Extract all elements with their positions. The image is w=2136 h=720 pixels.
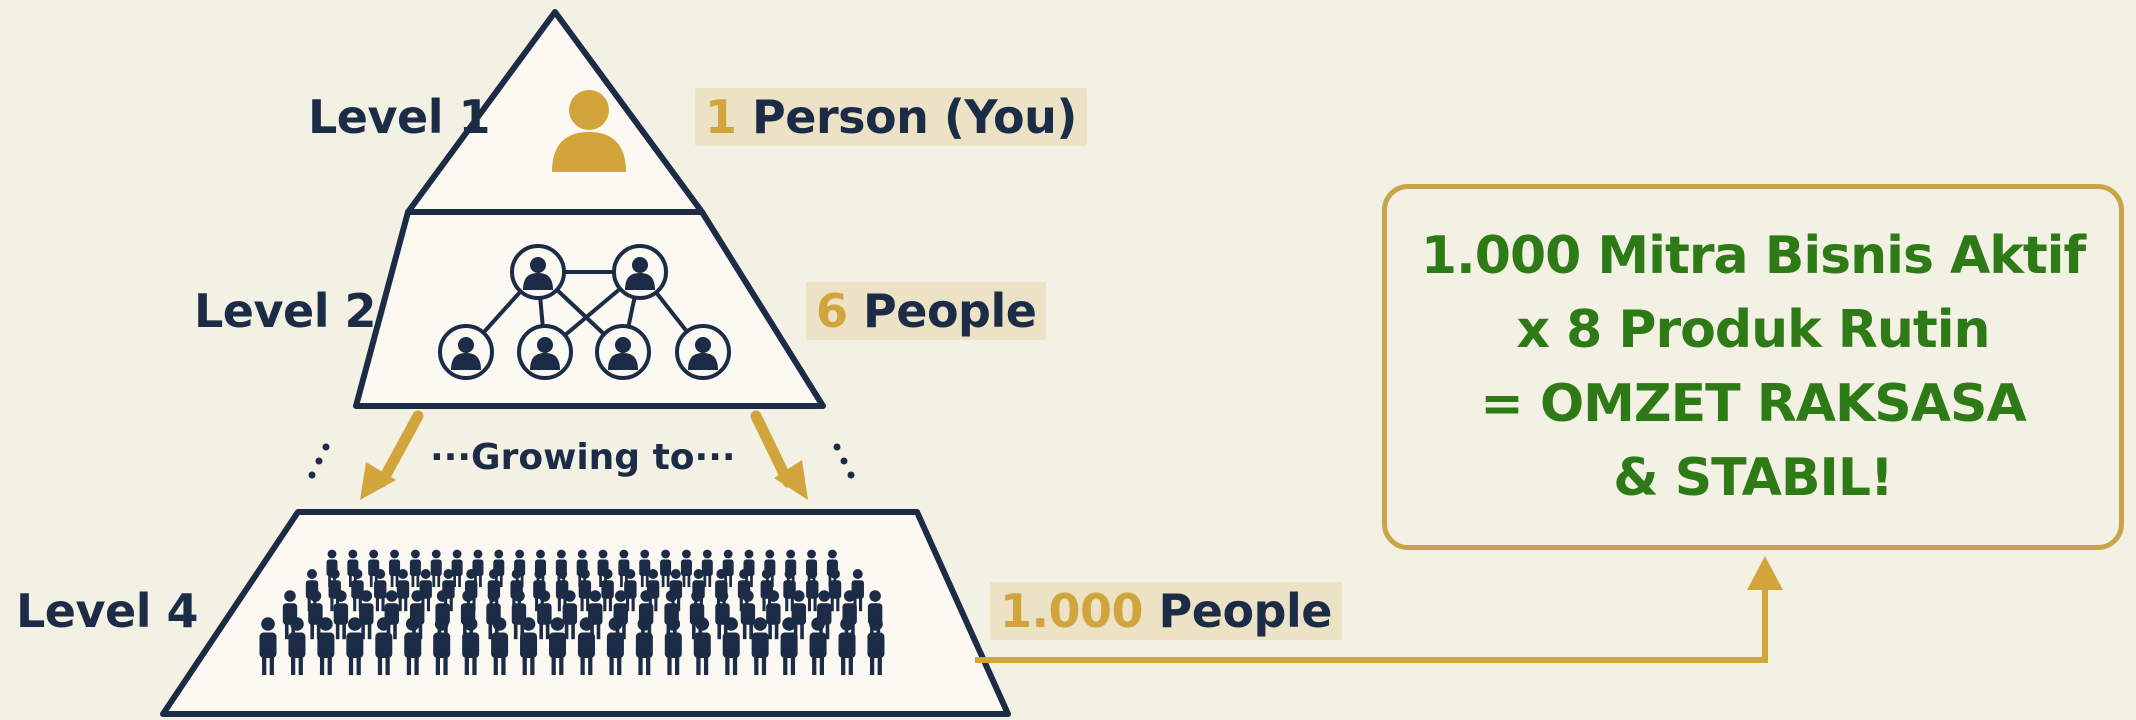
crowd-person [520, 617, 538, 675]
crowd-person [806, 569, 819, 612]
crowd-person [664, 617, 682, 675]
crowd-person [359, 590, 374, 640]
crowd-person [308, 590, 323, 640]
level-4-count-text: People [1158, 584, 1333, 638]
crowd-person [351, 569, 364, 612]
crowd-person [430, 549, 442, 587]
crowd-person [404, 617, 422, 675]
crowd-person [537, 590, 552, 640]
level-1-label: Level 1 [308, 90, 490, 144]
network-node [510, 244, 566, 300]
callout-line-4: & STABIL! [1613, 448, 1893, 508]
level-2-trapezoid [353, 209, 826, 409]
network-node [595, 324, 651, 380]
crowd-person [491, 617, 509, 675]
crowd-person [578, 569, 592, 612]
arrow-down-icon [360, 410, 424, 500]
level-1-count: 1 Person (You) [695, 88, 1087, 146]
level-2-count: 6 People [806, 282, 1047, 340]
crowd-person [588, 590, 603, 640]
crowd-person [624, 569, 637, 612]
crowd-person [409, 549, 421, 587]
arrow-down-icon [750, 410, 808, 500]
crowd-person [562, 590, 578, 640]
crowd-person [451, 549, 463, 587]
crowd-person [780, 617, 798, 675]
crowd-person [462, 617, 480, 675]
crowd-person [783, 569, 796, 612]
crowd-person [809, 617, 827, 675]
person-icon [552, 90, 626, 172]
level-4-count-number: 1.000 [1000, 584, 1144, 638]
crowd-person [828, 569, 842, 612]
crowd-person [259, 617, 277, 675]
crowd-person [389, 549, 401, 587]
crowd-person [375, 617, 393, 675]
callout-line-1: 1.000 Mitra Bisnis Aktif [1420, 226, 2086, 286]
network-node [517, 324, 573, 380]
crowd-person [680, 549, 692, 587]
crowd-person [791, 590, 806, 640]
crowd-person [317, 617, 335, 675]
callout-line-3: = OMZET RAKSASA [1480, 374, 2026, 434]
crowd-person [701, 549, 713, 587]
crowd-person [639, 549, 651, 587]
level-2-label: Level 2 [194, 284, 376, 338]
crowd-person [433, 617, 451, 675]
crowd-person [333, 590, 349, 640]
crowd-icon [259, 549, 885, 675]
level-4-label: Level 4 [16, 584, 198, 638]
crowd-person [549, 617, 566, 675]
arrow-up-icon [975, 556, 1783, 663]
level-2-count-number: 6 [816, 284, 848, 338]
crowd-person [577, 617, 595, 675]
level-1-count-text: Person (You) [752, 90, 1077, 144]
crowd-person [346, 617, 364, 675]
crowd-person [766, 590, 781, 640]
crowd-person [693, 617, 711, 675]
level-2-count-text: People [863, 284, 1037, 338]
growing-to-label: ···Growing to··· [430, 437, 736, 478]
callout-line-2: x 8 Produk Rutin [1516, 300, 1990, 360]
level-4-count: 1.000 People [990, 582, 1342, 640]
network-node [612, 244, 668, 300]
crowd-person [511, 590, 527, 640]
crowd-person [751, 617, 769, 675]
crowd-person [601, 569, 614, 612]
crowd-person [838, 617, 856, 675]
crowd-person [826, 549, 838, 587]
result-callout: 1.000 Mitra Bisnis Aktif x 8 Produk Ruti… [1382, 184, 2124, 550]
network-node [675, 324, 731, 380]
crowd-person [867, 617, 885, 675]
crowd-person [396, 569, 410, 612]
crowd-person [660, 549, 672, 587]
ellipsis-marks [308, 443, 855, 479]
level-1-count-number: 1 [705, 90, 737, 144]
crowd-person [635, 617, 653, 675]
crowd-person [715, 590, 730, 640]
crowd-person [374, 569, 387, 612]
crowd-person [722, 617, 740, 675]
network-icon [438, 244, 731, 380]
crowd-person [288, 617, 306, 675]
crowd-person [740, 590, 756, 640]
crowd-person [606, 617, 624, 675]
network-node [438, 324, 494, 380]
